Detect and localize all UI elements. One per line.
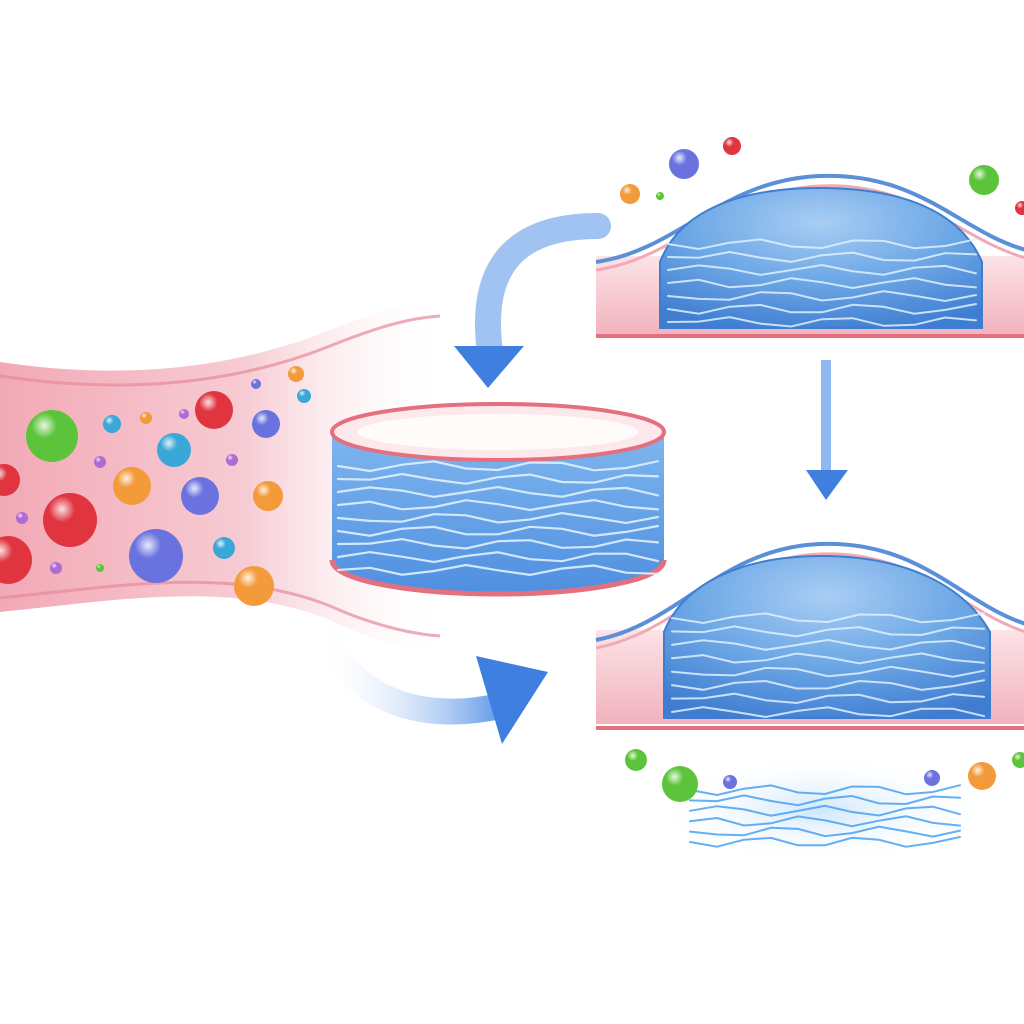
floating-particle bbox=[723, 775, 737, 789]
floating-particle bbox=[625, 749, 647, 771]
particle bbox=[288, 366, 304, 382]
fiber-release-cloud bbox=[650, 755, 990, 865]
particle bbox=[94, 456, 106, 468]
fiber-line bbox=[671, 638, 985, 651]
fiber-line bbox=[336, 563, 660, 577]
inflamed-vessel bbox=[0, 300, 450, 650]
particle bbox=[129, 529, 183, 583]
fiber-line bbox=[689, 784, 961, 797]
fiber-line bbox=[671, 625, 985, 638]
particle bbox=[251, 379, 261, 389]
curved-arrow-down-icon bbox=[454, 213, 611, 388]
dome-fibers bbox=[667, 238, 977, 328]
curved-arrow-right-icon bbox=[305, 599, 548, 744]
floating-particle bbox=[723, 137, 741, 155]
fiber-line bbox=[667, 238, 977, 251]
fiber-line bbox=[336, 472, 660, 485]
hydrogel-dome-icon bbox=[659, 186, 983, 329]
fiber-line bbox=[689, 836, 961, 848]
particle bbox=[195, 391, 233, 429]
fiber-line bbox=[336, 524, 660, 537]
particle bbox=[253, 481, 283, 511]
fiber-line bbox=[671, 652, 985, 665]
fiber-line bbox=[667, 303, 977, 315]
fiber-line bbox=[336, 550, 660, 564]
particle bbox=[157, 433, 191, 467]
released-fibers bbox=[689, 784, 961, 848]
fiber-line bbox=[336, 537, 660, 550]
particle bbox=[179, 409, 189, 419]
fiber-line bbox=[689, 815, 961, 828]
floating-particle bbox=[620, 184, 640, 204]
hydrogel-dome-bottom bbox=[595, 541, 1024, 730]
particle bbox=[140, 412, 152, 424]
fiber-line bbox=[667, 250, 977, 263]
disc-fibers bbox=[336, 460, 660, 577]
fiber-line bbox=[671, 665, 985, 678]
particle bbox=[50, 562, 62, 574]
floating-particle bbox=[1012, 752, 1024, 768]
particle bbox=[96, 564, 104, 572]
fiber-line bbox=[671, 706, 985, 719]
fiber-line bbox=[667, 277, 977, 290]
particle bbox=[252, 410, 280, 438]
floating-particle bbox=[969, 165, 999, 195]
fiber-line bbox=[667, 316, 977, 328]
fiber-line bbox=[689, 804, 961, 817]
fiber-line bbox=[336, 485, 660, 499]
arrow-down-icon bbox=[806, 360, 848, 500]
particle bbox=[103, 415, 121, 433]
particle bbox=[113, 467, 151, 505]
particle bbox=[297, 389, 311, 403]
floating-particle bbox=[1015, 201, 1024, 215]
floating-particle bbox=[662, 766, 698, 802]
particle bbox=[16, 512, 28, 524]
particle bbox=[43, 493, 97, 547]
hydrogel-disc bbox=[329, 402, 667, 597]
particle bbox=[26, 410, 78, 462]
fiber-line bbox=[689, 794, 961, 807]
particle bbox=[0, 464, 20, 496]
fiber-line bbox=[667, 263, 977, 276]
fiber-line bbox=[671, 612, 985, 625]
particle bbox=[226, 454, 238, 466]
fiber-line bbox=[336, 460, 660, 473]
floating-particle bbox=[656, 192, 664, 200]
particle bbox=[0, 536, 32, 584]
hydrogel-dome-top bbox=[595, 173, 1024, 338]
floating-particle bbox=[669, 149, 699, 179]
particle bbox=[213, 537, 235, 559]
fiber-line bbox=[667, 290, 977, 303]
fiber-line bbox=[336, 511, 660, 525]
hydrogel-dome-icon bbox=[663, 554, 991, 719]
vessel-wall-top bbox=[0, 314, 441, 387]
fiber-line bbox=[689, 825, 961, 838]
skin-membrane bbox=[595, 173, 1024, 264]
particle bbox=[234, 566, 274, 606]
fiber-line bbox=[671, 679, 985, 691]
fiber-release-icon bbox=[650, 755, 990, 865]
fiber-line bbox=[671, 692, 985, 705]
fiber-line bbox=[336, 498, 660, 512]
inflammatory-particles bbox=[0, 366, 311, 606]
floating-particle bbox=[968, 762, 996, 790]
skin-membrane bbox=[595, 541, 1024, 642]
floating-particle bbox=[924, 770, 940, 786]
particle bbox=[181, 477, 219, 515]
vessel-wall-bottom bbox=[0, 580, 441, 638]
dome-fibers bbox=[671, 612, 985, 719]
hydrogel-disc-icon bbox=[329, 402, 667, 597]
